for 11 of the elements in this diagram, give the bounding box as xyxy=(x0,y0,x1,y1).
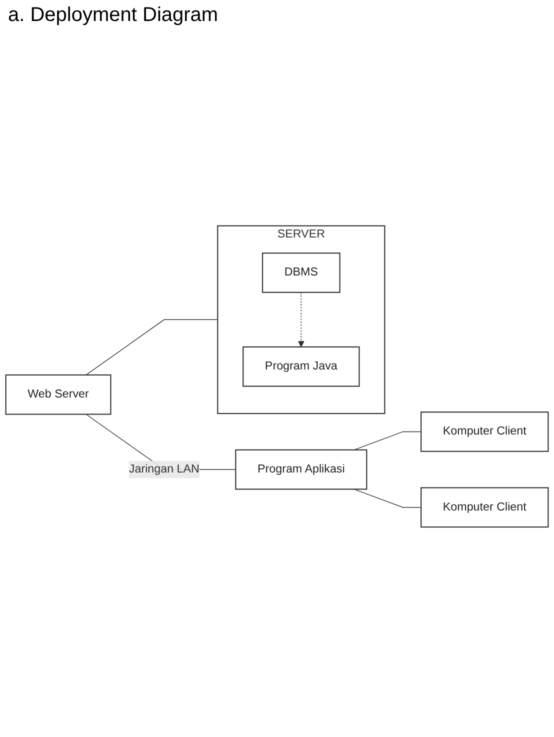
connector xyxy=(86,318,218,375)
node-box: Web Server xyxy=(5,374,112,414)
diagram-title: a. Deployment Diagram xyxy=(8,4,220,27)
node-box: Program Aplikasi xyxy=(235,448,368,490)
node-box: Komputer Client xyxy=(420,486,549,528)
node-box: DBMS xyxy=(262,252,340,293)
node-box: Komputer Client xyxy=(420,411,549,452)
edge-label: Jaringan LAN xyxy=(128,462,200,475)
connector xyxy=(354,488,422,508)
arrow xyxy=(298,292,304,347)
node-box: Program Java xyxy=(242,346,360,386)
